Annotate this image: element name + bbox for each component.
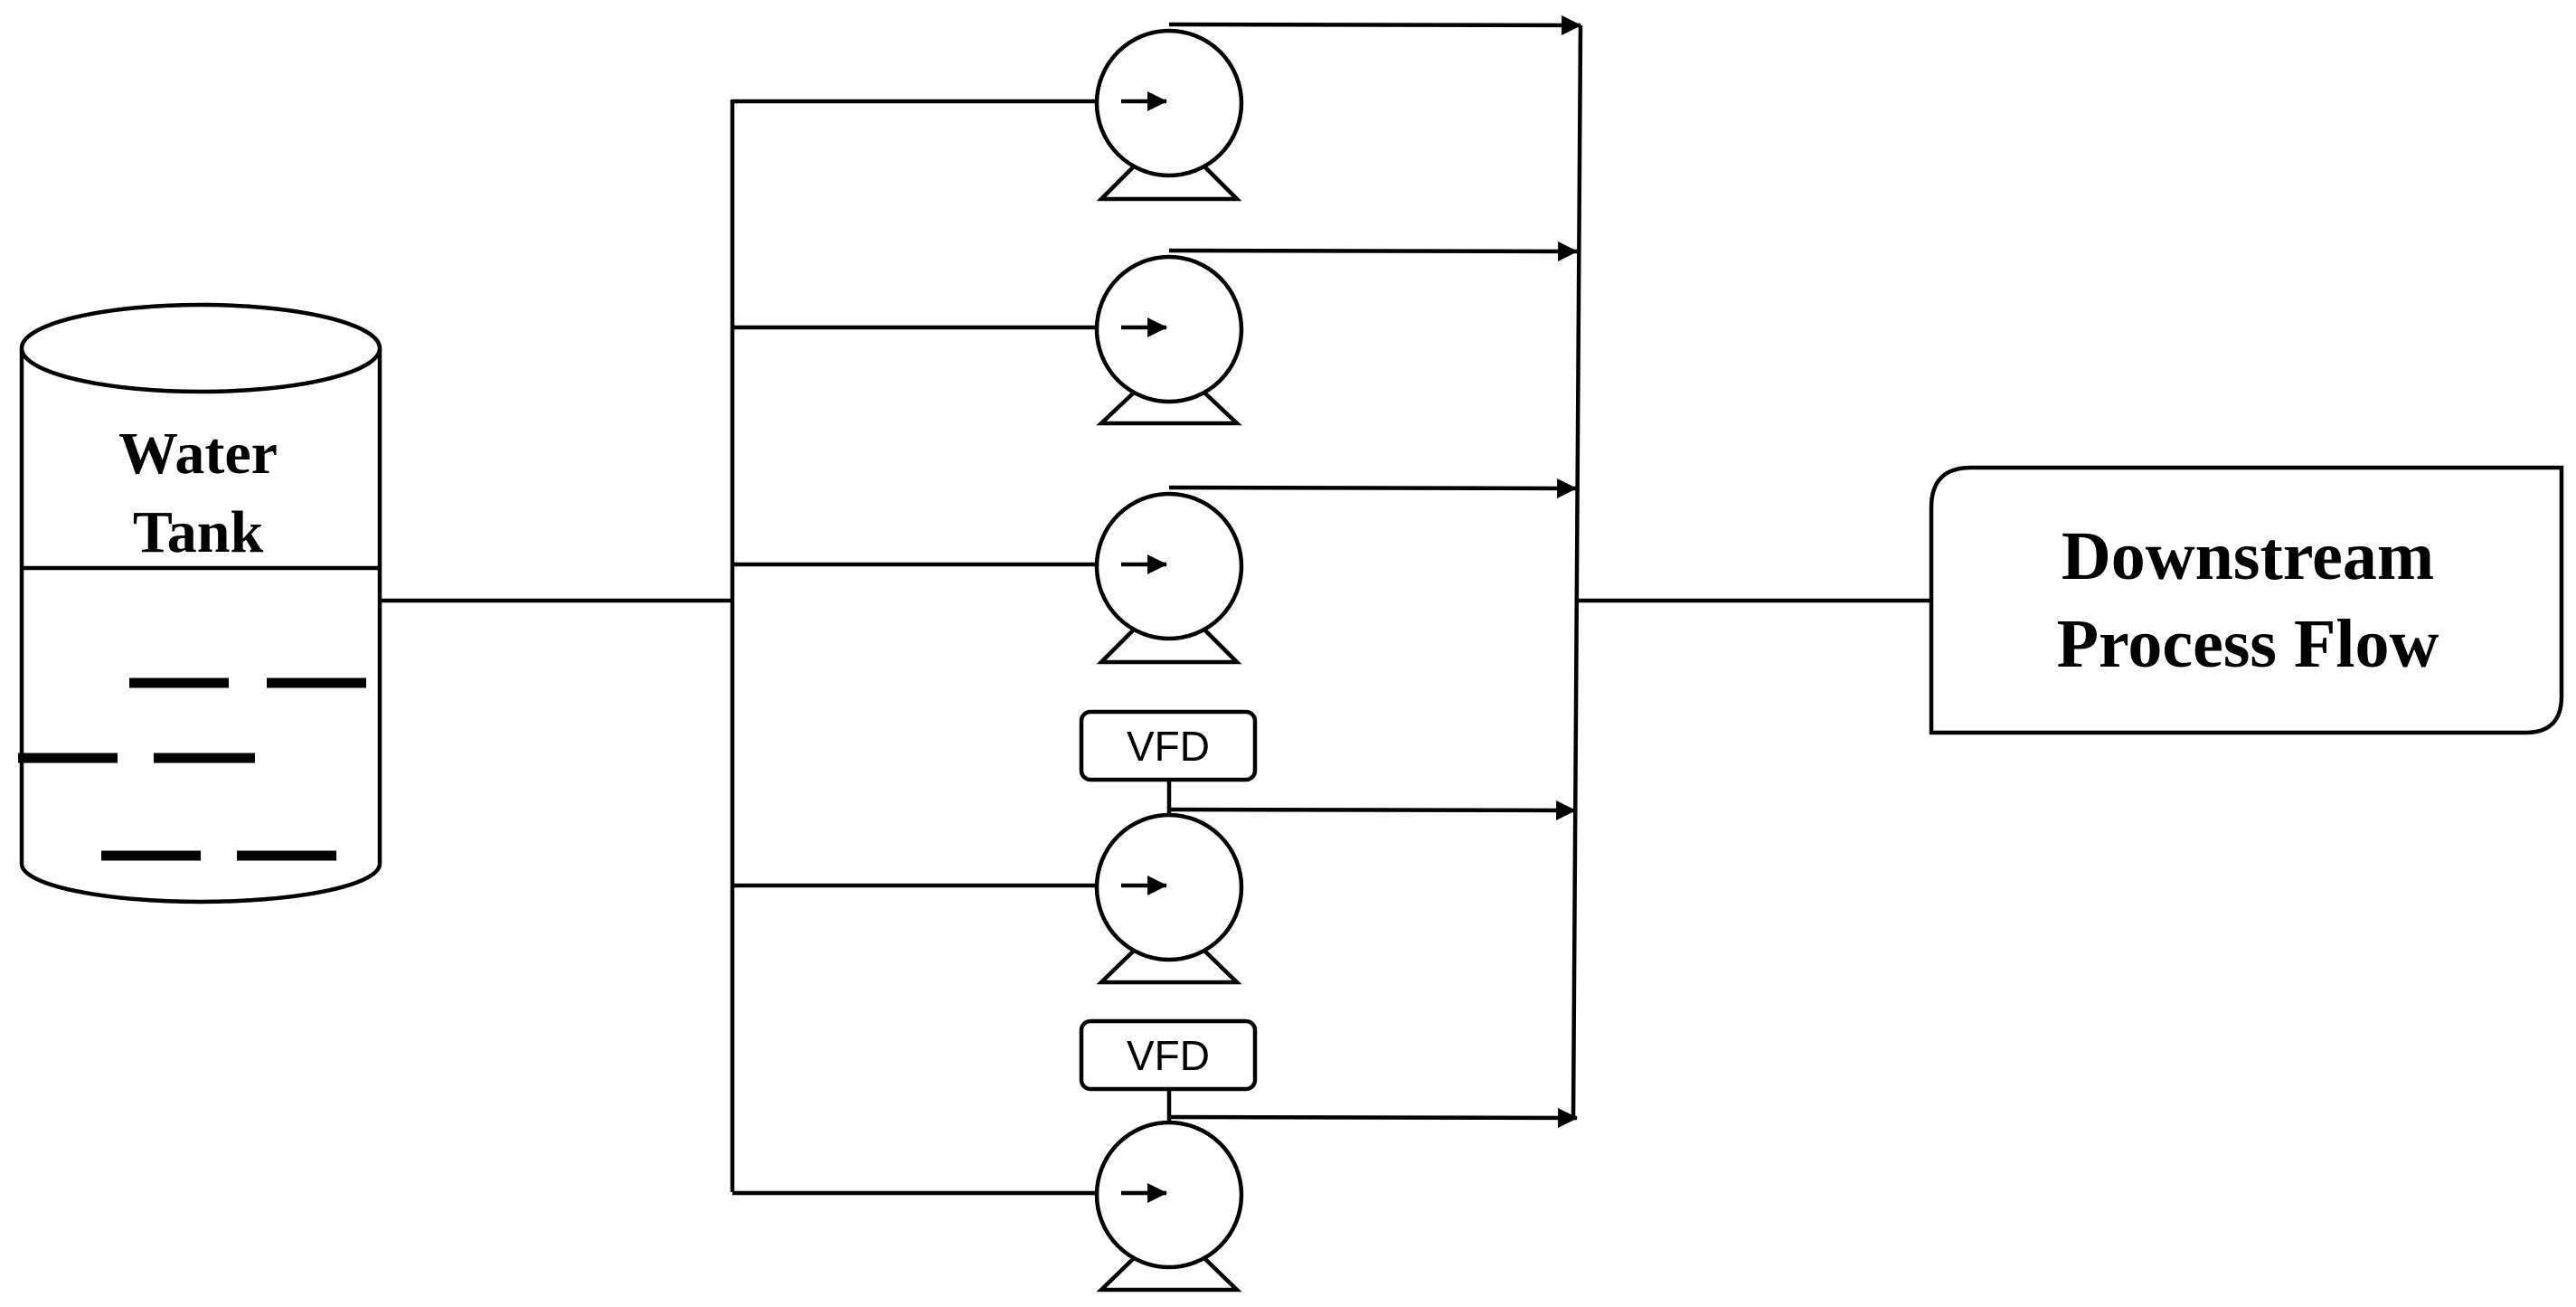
downstream-box (1929, 465, 2564, 735)
pump-base (1096, 391, 1242, 426)
vfd-box (1079, 1018, 1258, 1092)
pump-5: VFD (1079, 1018, 1258, 1293)
pump-base (1096, 1256, 1242, 1293)
pump-2 (1094, 254, 1244, 426)
pump-1 (1094, 28, 1244, 202)
pump-base (1096, 165, 1242, 202)
downstream-label-line2: Process Flow (2057, 606, 2439, 682)
tank-body (19, 348, 382, 904)
downstream-label-line1: Downstream (2062, 518, 2434, 594)
downstream-process: Downstream Process Flow (1929, 465, 2564, 735)
vfd-label: VFD (1127, 723, 1210, 770)
tank-top (19, 302, 382, 394)
discharge-header (1571, 24, 1583, 1119)
vfd-label: VFD (1127, 1032, 1210, 1079)
pump-3 (1094, 491, 1244, 665)
pump-casing (1094, 254, 1244, 404)
pump-casing (1094, 812, 1244, 962)
pump-casing (1094, 28, 1244, 178)
pump-base (1096, 949, 1242, 985)
discharge-branch (1168, 14, 1582, 35)
vfd-box (1079, 709, 1258, 782)
pump-4: VFD (1079, 709, 1258, 985)
pump-casing (1094, 1120, 1244, 1270)
discharge-branch (1168, 1107, 1579, 1128)
discharge-manifold (1168, 14, 1931, 1128)
suction-manifold (380, 91, 1168, 1203)
water-tank: Water Tank (18, 302, 382, 904)
tank-label-line1: Water (118, 421, 278, 487)
pump-base (1096, 628, 1242, 665)
tank-label-line2: Tank (133, 499, 264, 565)
pump-casing (1094, 491, 1244, 641)
